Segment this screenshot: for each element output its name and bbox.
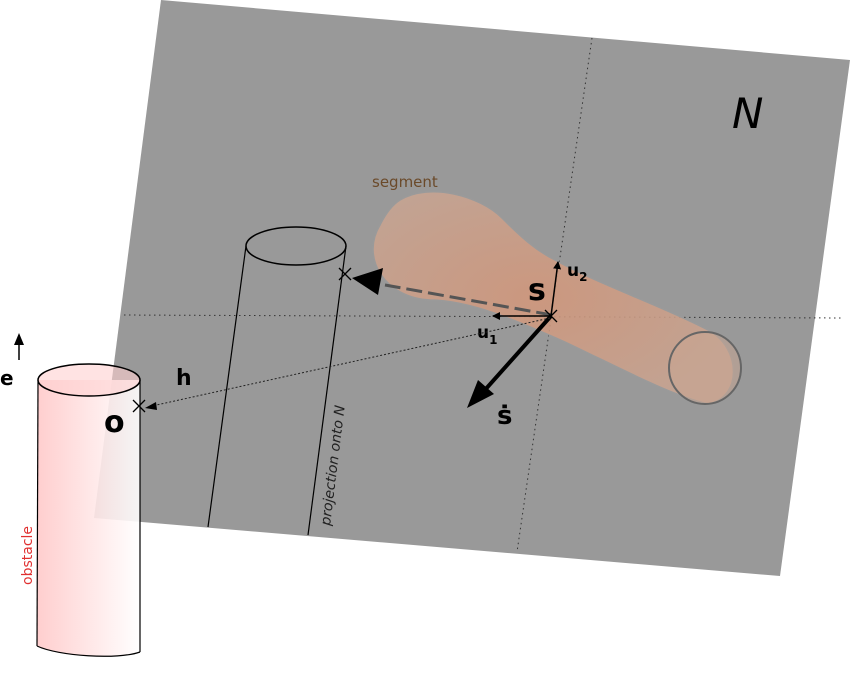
s-dot-label: ṡ	[497, 401, 512, 431]
s-dot-vector	[482, 314, 553, 393]
obstacle-body	[37, 380, 140, 657]
obstacle-label: obstacle	[20, 526, 36, 585]
obstacle-bottom	[36, 645, 141, 657]
projection-arrowhead	[352, 268, 383, 295]
obstacle-left-edge	[36, 379, 39, 647]
obstacle-top	[37, 363, 141, 397]
projection-cylinder-right-edge	[307, 245, 347, 536]
o-point-marker	[132, 399, 146, 413]
h-arrowhead	[145, 402, 157, 410]
projection-dashed-line	[384, 283, 553, 317]
o-label: o	[104, 405, 125, 440]
s-label: s	[528, 273, 546, 308]
u2-label-sub: 2	[579, 270, 587, 284]
e-label: e	[0, 366, 14, 390]
plane-label: N	[732, 89, 763, 138]
projected-point-marker	[338, 267, 352, 281]
u2-label: u2	[567, 261, 587, 284]
segment-end-cap	[668, 331, 742, 405]
u2-label-base: u	[567, 261, 579, 281]
h-label: h	[176, 366, 192, 391]
projection-cylinder-left-edge	[207, 245, 247, 528]
u1-label-sub: 1	[489, 333, 497, 347]
u2-axis	[550, 261, 562, 317]
e-arrowhead	[14, 333, 24, 345]
s-dot-arrowhead	[467, 380, 494, 408]
segment-label: segment	[372, 173, 438, 191]
